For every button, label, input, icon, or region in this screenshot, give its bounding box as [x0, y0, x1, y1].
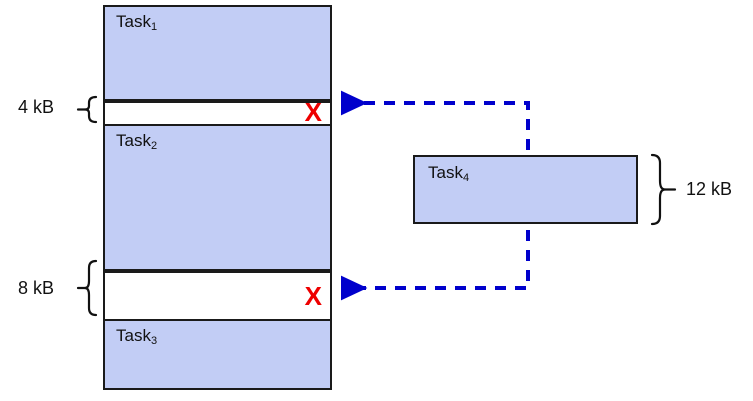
- memory-block-task2: Task2: [105, 126, 330, 271]
- brace-12kb: [650, 153, 677, 226]
- memory-block-task3-label: Task3: [116, 326, 158, 347]
- memory-column: Task1 X Task2 X Task3: [103, 5, 332, 390]
- reject-mark-hole-8kb: X: [304, 281, 322, 311]
- memory-block-task1: Task1: [105, 7, 330, 101]
- brace-4kb: [76, 95, 98, 124]
- memory-block-task2-label: Task2: [116, 131, 158, 152]
- memory-block-task3: Task3: [105, 321, 330, 388]
- incoming-task4-label: Task4: [428, 163, 470, 184]
- incoming-task4-box: Task4: [413, 155, 638, 224]
- memory-hole-8kb: X: [105, 271, 330, 321]
- brace-8kb: [76, 259, 98, 317]
- size-label-4kb: 4 kB: [18, 97, 55, 117]
- size-label-12kb: 12 kB: [686, 179, 733, 199]
- memory-block-task1-label: Task1: [116, 12, 158, 33]
- reject-mark-hole-4kb: X: [304, 97, 322, 127]
- size-label-8kb: 8 kB: [18, 278, 55, 298]
- memory-hole-4kb: X: [105, 97, 330, 127]
